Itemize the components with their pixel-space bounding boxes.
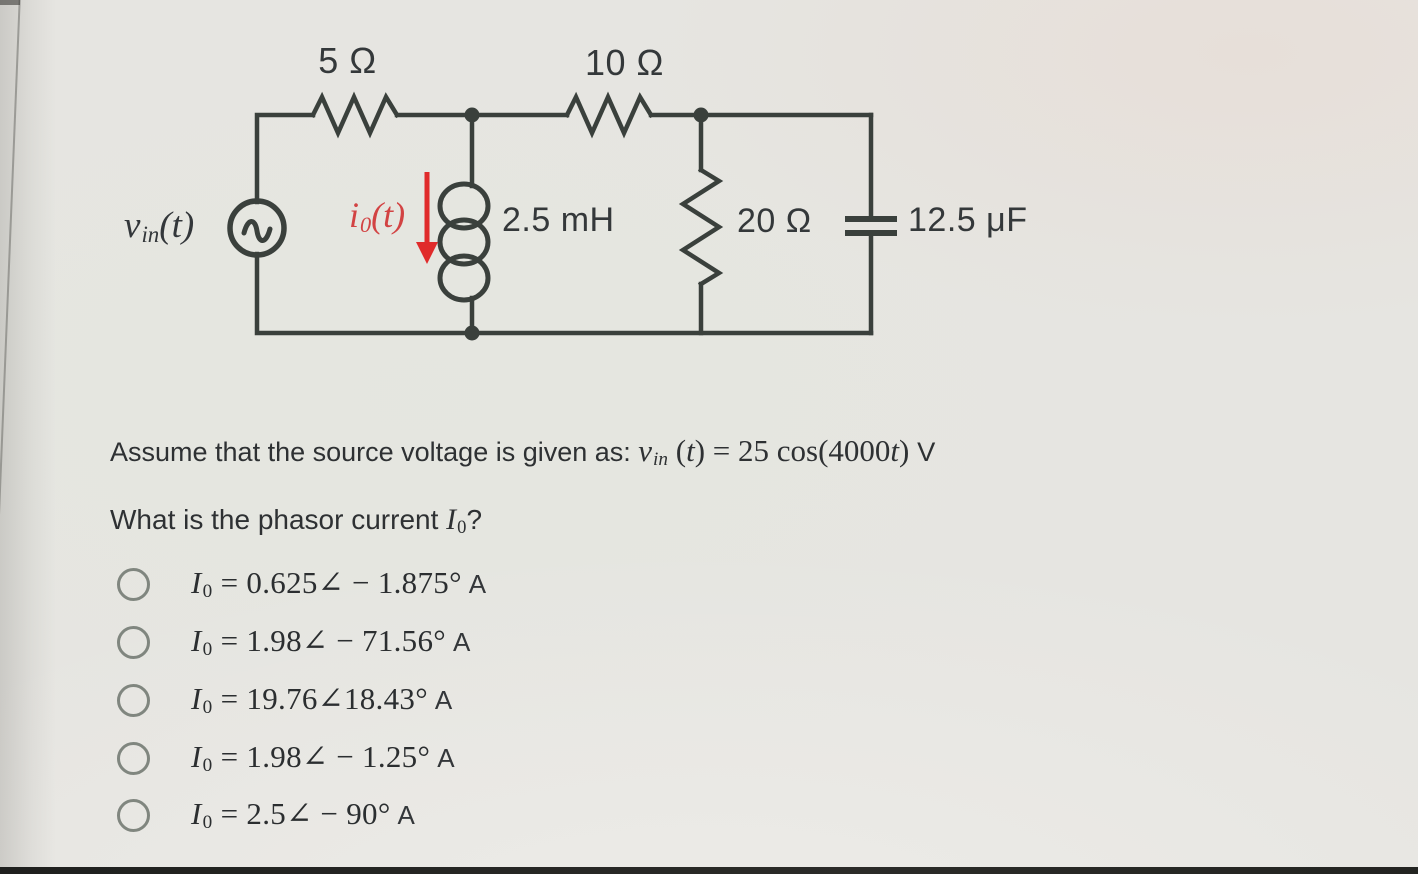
option-unit: A: [452, 626, 471, 657]
question-prefix: What is the phasor current: [110, 504, 447, 535]
resistor-20ohm: [678, 166, 724, 288]
option-equals: =: [212, 795, 247, 831]
photo-bottom-edge: [0, 867, 1418, 874]
phasor-symbol: I: [446, 503, 457, 536]
time-var: t: [890, 433, 900, 468]
capacitor-label: 12.5 μF: [908, 201, 1028, 239]
radio-button-5[interactable]: [117, 798, 150, 832]
answer-option-4[interactable]: I0 = 1.98∠ − 1.25°A: [117, 738, 455, 778]
volt-unit: V: [917, 436, 936, 467]
resistor-10ohm-label: 10 Ω: [585, 42, 664, 83]
resistor-5ohm-label: 5 Ω: [318, 40, 377, 81]
radio-button-2[interactable]: [117, 625, 150, 659]
option-equals: =: [212, 622, 247, 658]
option-expression: 0.625∠ − 1.875°: [246, 564, 462, 600]
option-expression: 2.5∠ − 90°: [246, 795, 391, 831]
close-paren: ): [899, 433, 918, 468]
option-expression: 1.98∠ − 1.25°: [246, 738, 431, 774]
option-label-3: I0 = 19.76∠18.43°A: [191, 681, 453, 719]
circuit-schematic: [227, 91, 897, 341]
option-label-1: I0 = 0.625∠ − 1.875°A: [191, 565, 486, 603]
source-voltage-sub: in: [141, 222, 160, 248]
source-voltage-base: v: [124, 205, 141, 246]
capacitor-plates: [845, 216, 897, 236]
phasor-symbol-sub: 0: [457, 517, 467, 539]
resistor-5ohm: [309, 91, 401, 139]
inductor-label: 2.5 mH: [502, 201, 615, 239]
answer-option-2[interactable]: I0 = 1.98∠ − 71.56°A: [117, 622, 471, 662]
equation-text: = 25 cos(4000: [705, 433, 891, 468]
option-equals: =: [212, 680, 247, 716]
option-label-2: I0 = 1.98∠ − 71.56°A: [191, 623, 471, 661]
option-symbol: I: [191, 795, 202, 831]
option-symbol-sub: 0: [202, 755, 213, 777]
option-symbol: I: [191, 738, 202, 774]
current-i0-base: i: [349, 195, 360, 235]
source-voltage-arg: (t): [159, 205, 195, 246]
current-i0-label: i0(t): [349, 194, 405, 238]
option-symbol: I: [191, 680, 202, 716]
circuit-diagram: 5 Ω 10 Ω vin(t) i0(t) 2.5 mH 20 Ω 12.5 μ…: [0, 0, 1418, 400]
option-unit: A: [434, 684, 453, 715]
radio-button-4[interactable]: [117, 741, 150, 775]
circuit-wires: [254, 91, 874, 336]
option-symbol-sub: 0: [202, 581, 213, 603]
option-label-4: I0 = 1.98∠ − 1.25°A: [191, 739, 455, 777]
option-equals: =: [212, 564, 247, 600]
current-i0-arg: (t): [371, 195, 406, 235]
vin-arg-close: ): [694, 433, 706, 468]
question-text: What is the phasor current I0?: [110, 503, 482, 539]
option-label-5: I0 = 2.5∠ − 90°A: [191, 796, 415, 834]
option-expression: 19.76∠18.43°: [246, 680, 428, 716]
option-unit: A: [437, 742, 455, 773]
option-unit: A: [468, 568, 487, 599]
junction-dots: [464, 107, 709, 341]
answer-option-5[interactable]: I0 = 2.5∠ − 90°A: [117, 795, 415, 835]
assumption-prefix: Assume that the source voltage is given …: [110, 437, 639, 467]
option-expression: 1.98∠ − 71.56°: [246, 622, 446, 658]
option-symbol-sub: 0: [202, 812, 213, 834]
vin-arg-t: t: [686, 433, 695, 468]
current-i0-sub: 0: [360, 211, 372, 237]
answer-option-3[interactable]: I0 = 19.76∠18.43°A: [117, 680, 453, 720]
assumption-text: Assume that the source voltage is given …: [110, 433, 935, 471]
resistor-20ohm-label: 20 Ω: [737, 202, 812, 240]
option-symbol: I: [191, 564, 202, 600]
option-unit: A: [397, 799, 416, 830]
answer-option-1[interactable]: I0 = 0.625∠ − 1.875°A: [117, 564, 486, 604]
option-equals: =: [212, 738, 247, 774]
question-mark: ?: [466, 504, 483, 535]
vin-sub: in: [653, 449, 668, 471]
ac-source-icon: [227, 198, 287, 258]
vin-base: v: [638, 433, 653, 468]
option-symbol: I: [191, 622, 202, 658]
resistor-10ohm: [563, 91, 655, 139]
radio-button-1[interactable]: [117, 567, 150, 601]
radio-button-3[interactable]: [117, 683, 150, 717]
inductor-coil: [437, 181, 491, 303]
option-symbol-sub: 0: [202, 639, 213, 661]
current-arrow-icon: [416, 172, 438, 264]
option-symbol-sub: 0: [202, 697, 213, 719]
source-voltage-label: vin(t): [124, 204, 194, 248]
sine-wave-icon: [241, 219, 273, 243]
vin-arg-open: (: [667, 433, 687, 468]
